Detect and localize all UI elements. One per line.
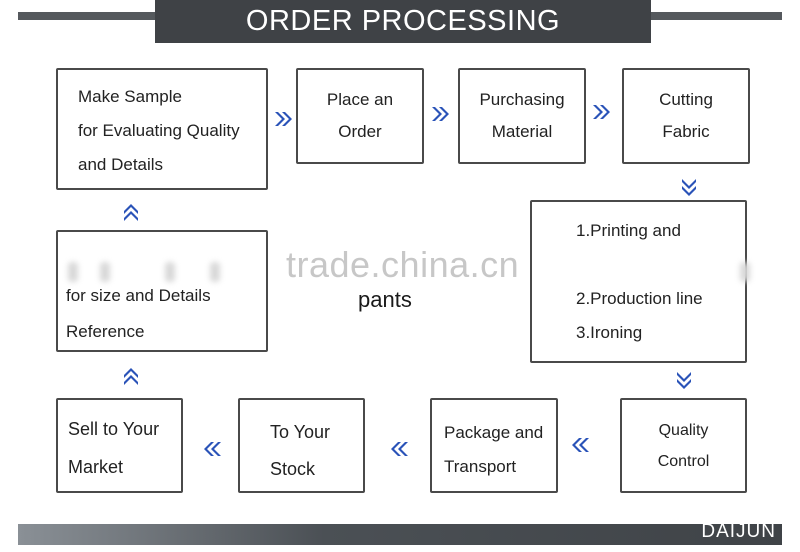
- page-title: ORDER PROCESSING: [155, 0, 651, 43]
- step-text: 1.Printing and: [576, 221, 681, 240]
- double-chevron-down-icon: [677, 372, 691, 389]
- step-text: and Details: [78, 155, 164, 174]
- step-text: Fabric: [662, 122, 710, 141]
- watermark: trade.china.cn: [286, 244, 520, 285]
- step-text: Order: [338, 122, 382, 141]
- double-chevron-up-icon: [124, 204, 138, 221]
- step-purchasing: Purchasing Material: [458, 68, 586, 164]
- watermark-fragment: [165, 262, 175, 282]
- step-text: [576, 248, 745, 282]
- step-package: Package and Transport: [430, 398, 558, 493]
- step-place-order: Place an Order: [296, 68, 424, 164]
- step-text: Transport: [444, 457, 517, 476]
- double-chevron-right-icon: [432, 107, 449, 121]
- footer-bar: [18, 524, 782, 545]
- double-chevron-left-icon: [204, 442, 221, 456]
- step-text: for Evaluating Quality: [78, 121, 240, 140]
- step-text: 2.Production line: [576, 289, 703, 308]
- step-text: for size and Details: [66, 286, 211, 305]
- center-label: pants: [358, 287, 412, 312]
- step-make-sample: Make Sample for Evaluating Quality and D…: [56, 68, 268, 190]
- step-text: Make Sample: [78, 87, 182, 106]
- double-chevron-down-icon: [682, 179, 696, 196]
- step-text: Purchasing: [479, 90, 565, 109]
- watermark-fragment: [100, 262, 110, 282]
- step-text: 3.Ironing: [576, 323, 643, 342]
- watermark-fragment: [740, 262, 750, 282]
- step-text: To Your: [270, 422, 331, 442]
- step-text: Market: [68, 457, 124, 477]
- step-cutting: Cutting Fabric: [622, 68, 750, 164]
- watermark-fragment: [210, 262, 220, 282]
- step-text: Package and: [444, 423, 544, 442]
- step-sell: Sell to Your Market: [56, 398, 183, 493]
- double-chevron-left-icon: [391, 442, 408, 456]
- step-text: Quality: [658, 421, 709, 439]
- step-text: Control: [657, 452, 710, 470]
- watermark-fragment: [68, 262, 78, 282]
- step-text: Sell to Your: [68, 419, 160, 439]
- double-chevron-left-icon: [572, 438, 589, 452]
- step-text: Place an: [326, 90, 394, 109]
- step-printing: 1.Printing and 2.Production line 3.Ironi…: [530, 200, 747, 363]
- step-quality: Quality Control: [620, 398, 747, 493]
- double-chevron-up-icon: [124, 368, 138, 385]
- brand-label: DAIJUN: [701, 521, 776, 542]
- step-text: Reference: [66, 322, 145, 341]
- double-chevron-right-icon: [593, 105, 610, 119]
- step-text: Material: [491, 122, 553, 141]
- step-text: Cutting: [659, 90, 713, 109]
- step-reference: for size and Details Reference: [56, 230, 268, 352]
- double-chevron-right-icon: [275, 112, 292, 126]
- step-text: Stock: [270, 459, 316, 479]
- step-stock: To Your Stock: [238, 398, 365, 493]
